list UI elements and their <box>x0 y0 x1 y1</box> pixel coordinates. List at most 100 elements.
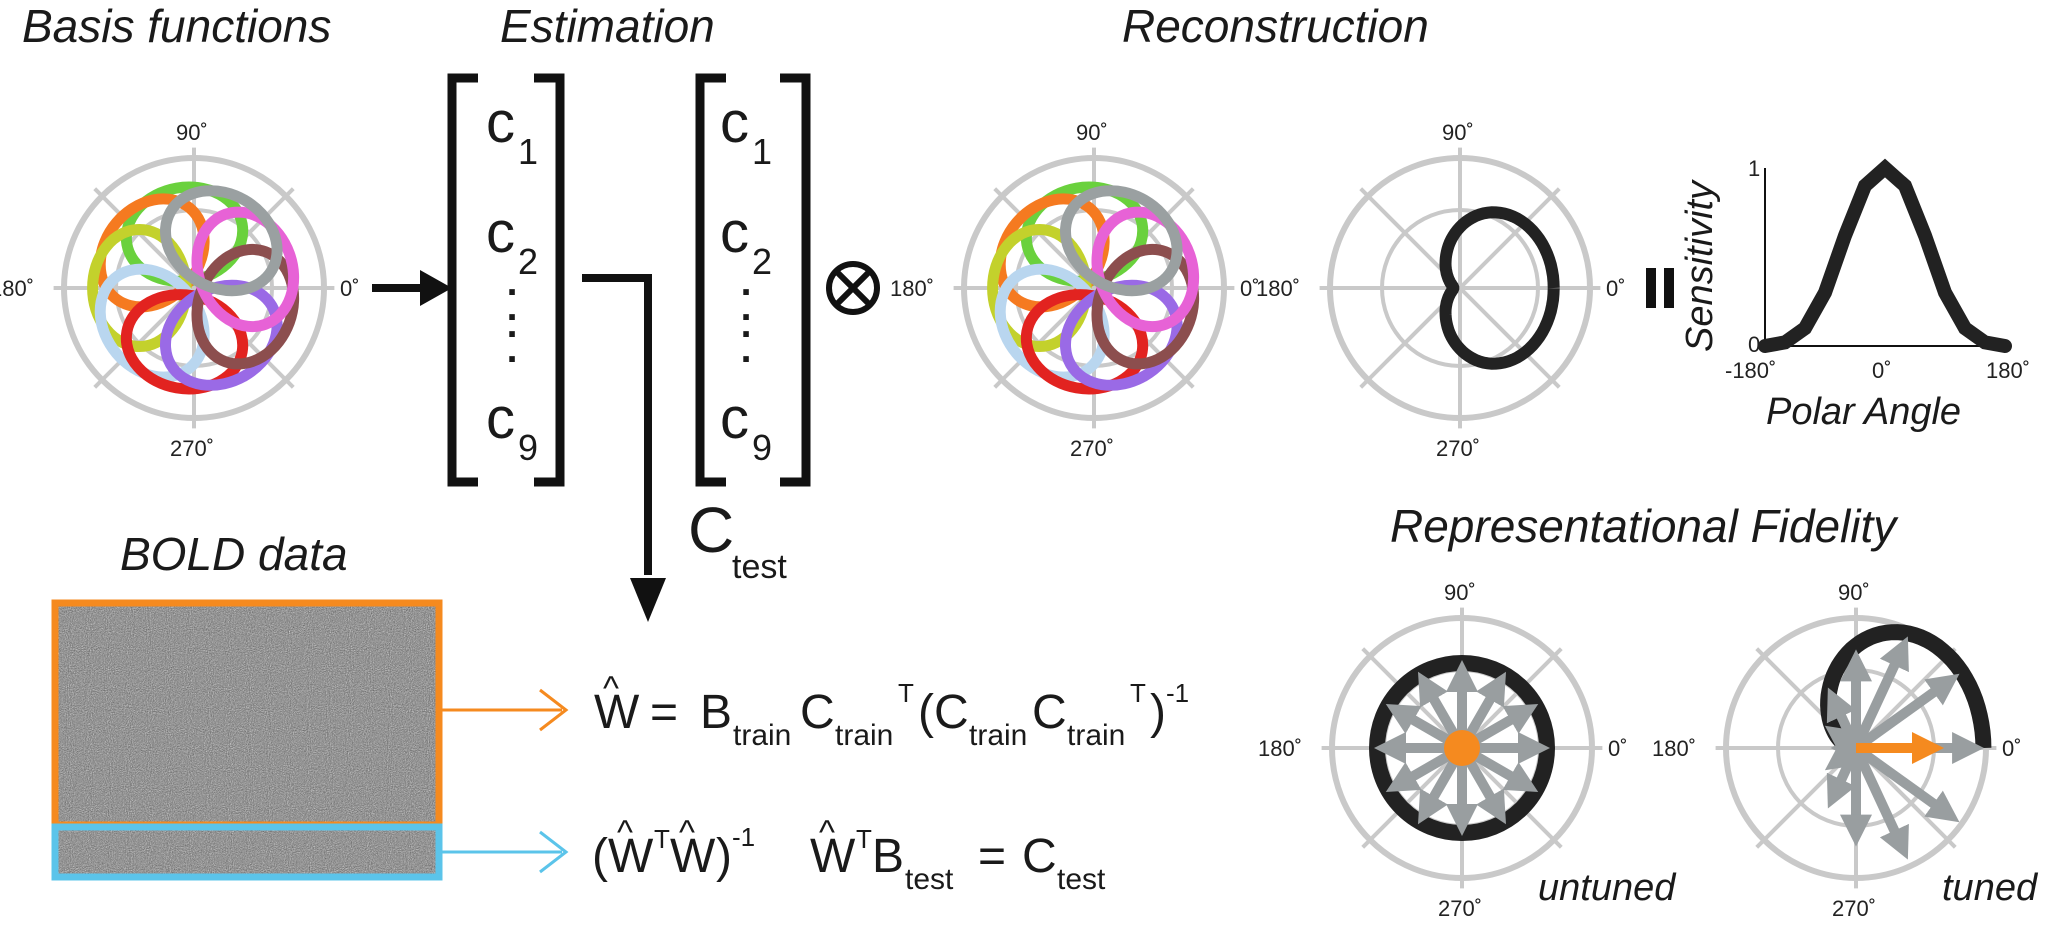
tuning-xlabel: Polar Angle <box>1766 391 1961 433</box>
equation-channel-estimate: ( W ^ T W ^ ) -1 W ^ T B test = C test <box>592 814 1106 896</box>
bold-train-box <box>51 599 443 829</box>
recon-basis-plot-label-a90: 90˚ <box>1076 120 1108 145</box>
tuned-channel-arrow <box>1853 673 1960 753</box>
eq2-inv: -1 <box>732 822 755 852</box>
tuned-plot-label-a90: 90˚ <box>1838 580 1870 605</box>
eq1-c3-sub: train <box>1067 719 1125 752</box>
eq1-c: C <box>800 686 835 739</box>
untuned-plot-label-a270: 270˚ <box>1438 896 1482 921</box>
vector-c-test: c 1 c 2 : : c 9 <box>695 73 811 487</box>
tuning-ylabel: Sensitivity <box>1679 179 1721 352</box>
recon-curve-plot-label-a0: 0˚ <box>1606 276 1626 301</box>
vector-c2: c <box>486 200 515 265</box>
eq2-equals: = <box>978 830 1006 883</box>
eq1-c2: C <box>934 686 969 739</box>
eq1-c-sub: train <box>835 719 893 752</box>
recon-basis-plot-basis-channel-9 <box>1059 185 1183 297</box>
test-connector-arrow <box>440 830 569 874</box>
vector2-c2: c <box>720 200 749 265</box>
eq2-w1: W <box>608 830 654 883</box>
vector-c-estimate: c 1 c 2 : : c 9 <box>447 73 565 487</box>
eq2-t1: T <box>654 824 670 854</box>
equation-weight-estimate: W ^ = B train C train T ( C train C trai… <box>594 670 1189 752</box>
recon-basis-plot-label-a270: 270˚ <box>1070 436 1114 461</box>
eq2-w3: W <box>810 830 856 883</box>
arrow-to-estimation <box>372 270 452 306</box>
eq1-t: T <box>898 678 914 708</box>
vector2-c9: c <box>720 386 749 451</box>
tuning-ytick-0: 0 <box>1748 332 1760 357</box>
tuned-channel-arrow <box>1851 745 1909 860</box>
vector-dots-1: : <box>504 268 520 333</box>
tuned-plot-label-a270: 270˚ <box>1832 896 1876 921</box>
vector2-dots-1: : <box>738 268 754 333</box>
tuning-function-plot: Sensitivity Polar Angle 0 1 -180˚ 0˚ 180… <box>1679 156 2030 433</box>
reconstruction-basis-polar-plot: 90˚270˚180˚0˚ <box>890 120 1260 461</box>
reconstructed-tuning-curve <box>1439 206 1560 370</box>
arrow-to-equations <box>582 274 666 622</box>
eq2-open: ( <box>592 830 608 883</box>
eq1-c3: C <box>1032 686 1067 739</box>
eq1-equals: = <box>650 686 678 739</box>
eq2-t3: T <box>856 824 872 854</box>
vector2-dots-2: : <box>738 310 754 375</box>
title-bold-data: BOLD data <box>120 528 348 580</box>
eq2-w2: W <box>670 830 716 883</box>
eq2-b: B <box>872 830 904 883</box>
recon-curve-plot-label-a180: 180˚ <box>1256 276 1300 301</box>
title-estimation: Estimation <box>500 0 715 52</box>
vector2-c2-sub: 2 <box>752 241 772 282</box>
title-basis-functions: Basis functions <box>22 0 331 52</box>
eq2-hat2: ^ <box>679 814 695 852</box>
eq2-c-sub: test <box>1057 863 1106 896</box>
eq2-close: ) <box>716 830 732 883</box>
c-test-sub: test <box>732 548 787 586</box>
tensor-product-icon <box>826 261 880 315</box>
tuning-curve-line <box>1758 158 2012 353</box>
vector2-c1: c <box>720 90 749 155</box>
equals-icon <box>1646 268 1674 308</box>
eq1-open: ( <box>918 686 934 739</box>
untuned-plot-label-a180: 180˚ <box>1258 736 1302 761</box>
title-representational-fidelity: Representational Fidelity <box>1390 500 1899 552</box>
vector-c9: c <box>486 386 515 451</box>
recon-basis-plot-label-a0: 0˚ <box>1240 276 1260 301</box>
tuned-plot-label-a180: 180˚ <box>1652 736 1696 761</box>
vector-c1-sub: 1 <box>518 131 538 172</box>
basis-plot-label-a270: 270˚ <box>170 436 214 461</box>
train-connector-arrow <box>440 688 569 732</box>
eq1-w: W <box>594 686 640 739</box>
eq2-b-sub: test <box>905 863 954 896</box>
c-test-label: C <box>688 494 734 566</box>
tuning-ytick-1: 1 <box>1748 156 1760 181</box>
tuned-channel-arrow <box>1853 743 1960 823</box>
bold-test-box <box>51 823 443 881</box>
eq1-b-sub: train <box>733 719 791 752</box>
eq2-hat3: ^ <box>819 814 835 852</box>
recon-curve-plot-label-a270: 270˚ <box>1436 436 1480 461</box>
tuning-xtick-180: 180˚ <box>1986 358 2030 383</box>
basis-plot-label-a0: 0˚ <box>340 276 360 301</box>
vector-c2-sub: 2 <box>518 241 538 282</box>
untuned-polar-plot: 90˚ 270˚ 180˚ 0˚ <box>1258 580 1628 921</box>
basis-plot-basis-channel-9 <box>159 185 283 297</box>
tuned-plot-label-a0: 0˚ <box>2002 736 2022 761</box>
eq1-b: B <box>700 686 732 739</box>
untuned-mean-vector-dot <box>1444 730 1480 766</box>
tuned-polar-plot: 90˚ 270˚ 180˚ 0˚ <box>1652 580 2022 921</box>
recon-curve-plot-label-a90: 90˚ <box>1442 120 1474 145</box>
eq1-close: ) <box>1150 686 1166 739</box>
untuned-plot-label-a0: 0˚ <box>1608 736 1628 761</box>
eq2-hat1: ^ <box>617 814 633 852</box>
tuned-channel-arrow <box>1851 636 1909 751</box>
basis-plot-label-a180: 180˚ <box>0 276 34 301</box>
eq1-inv: -1 <box>1166 678 1189 708</box>
untuned-plot-label-a90: 90˚ <box>1444 580 1476 605</box>
eq2-c: C <box>1022 830 1057 883</box>
label-untuned: untuned <box>1538 867 1677 909</box>
vector-c9-sub: 9 <box>518 427 538 468</box>
reconstruction-curve-polar-plot: 90˚ 270˚ 180˚ 0˚ <box>1256 120 1626 461</box>
tuning-xtick-0: 0˚ <box>1872 358 1892 383</box>
vector2-c1-sub: 1 <box>752 131 772 172</box>
